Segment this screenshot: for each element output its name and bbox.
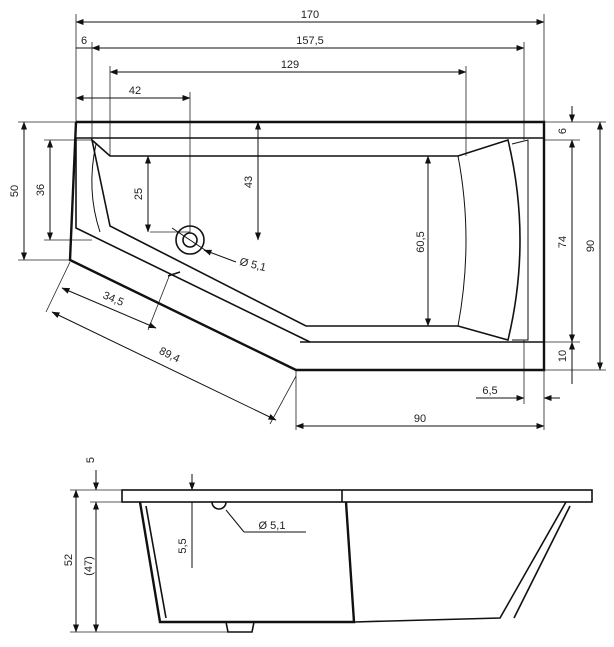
dim-height-left: 50: [9, 185, 21, 197]
dim-inner-right: 74: [557, 236, 569, 248]
dim-left-rim: 6: [81, 35, 87, 47]
dim-rim-bottom-right: 10: [557, 350, 569, 362]
top-view: 170 157,5 6 129 42 50 36 25 43 60,5 6 74…: [9, 9, 606, 430]
dimension-labels-side: 5 52 (47) 5,5 Ø 5,1: [63, 457, 285, 576]
dim-basin-length: 129: [281, 59, 299, 71]
dim-height-inner-left: 36: [35, 184, 47, 196]
dim-inner-height: (47): [83, 556, 95, 576]
dim-bottom-width: 90: [414, 413, 426, 425]
dim-total-height: 52: [63, 554, 75, 566]
drain: [167, 225, 237, 277]
dim-basin-depth-left: 25: [133, 188, 145, 200]
tub-outline-top: [68, 120, 546, 372]
dim-overflow-diameter: Ø 5,1: [259, 520, 286, 532]
dim-drain-diameter: Ø 5,1: [238, 256, 267, 274]
dimension-labels-top: 170 157,5 6 129 42 50 36 25 43 60,5 6 74…: [9, 9, 597, 425]
dim-rim-top-right: 6: [557, 128, 569, 134]
extension-lines-top: [18, 14, 606, 430]
dimension-lines-top: [21, 19, 603, 429]
dim-overall-width: 170: [301, 9, 319, 21]
dim-overall-right: 90: [585, 240, 597, 252]
dim-right-rim-bottom: 6,5: [482, 385, 497, 397]
dim-inner-width: 157,5: [296, 35, 324, 47]
dim-diag-long: 89,4: [157, 345, 182, 365]
dim-drain-to-back: 43: [243, 176, 255, 188]
tub-outline-side: [121, 489, 593, 633]
dim-basin-width-right: 60,5: [415, 231, 427, 252]
side-view: 5 52 (47) 5,5 Ø 5,1: [63, 457, 593, 633]
dim-rim-thickness: 5: [85, 457, 97, 463]
dim-drain-offset: 42: [129, 85, 141, 97]
overflow-hole: [211, 501, 306, 533]
dim-overflow-offset: 5,5: [177, 538, 189, 553]
